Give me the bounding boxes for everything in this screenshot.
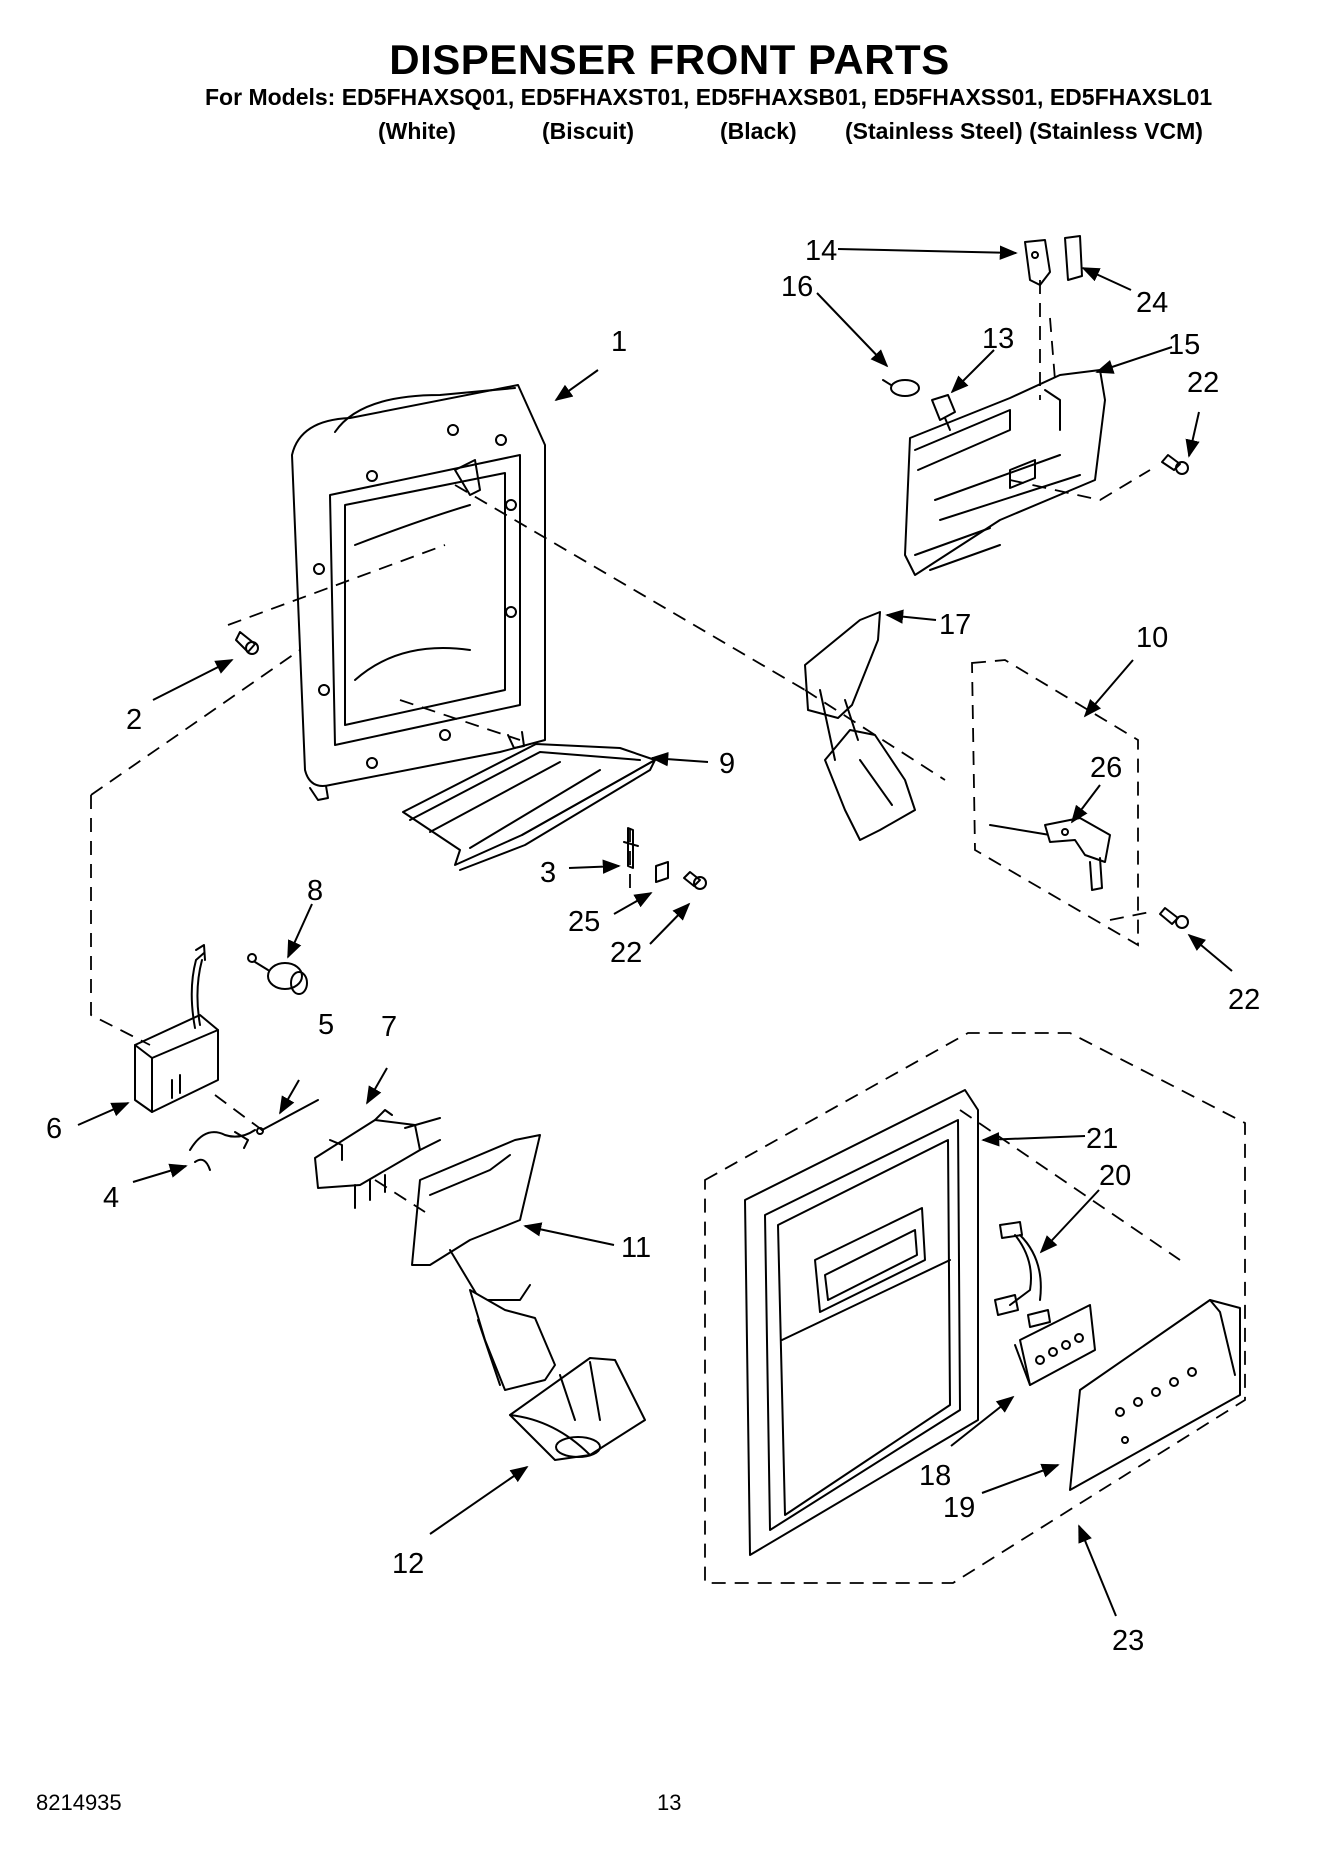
solenoid-part-8: [247, 953, 308, 995]
callout-11: 11: [621, 1232, 651, 1264]
actuator-part-7: [314, 1109, 441, 1209]
callout-3: 3: [540, 857, 556, 889]
variant-black: (Black): [720, 118, 797, 144]
callout-21: 21: [1086, 1123, 1118, 1155]
control-board-part-6: [134, 944, 219, 1113]
callout-22-top: 22: [1187, 367, 1219, 399]
callout-5: 5: [318, 1009, 334, 1041]
callout-2: 2: [126, 704, 142, 736]
screw-part-22-mid: [683, 871, 707, 890]
callout-20: 20: [1099, 1160, 1131, 1192]
callout-9: 9: [719, 748, 735, 780]
water-paddle-part-11: [411, 1134, 556, 1391]
callout-7: 7: [381, 1011, 397, 1043]
callout-18: 18: [919, 1460, 951, 1492]
variant-stainless: (Stainless Steel) (Stainless VCM): [845, 118, 1203, 144]
assembly-box-10: [971, 659, 1139, 947]
bulb-part-16: [882, 379, 920, 397]
callout-24: 24: [1136, 287, 1168, 319]
bracket-part-15: [904, 369, 1106, 576]
insulator-part-24: [1064, 235, 1083, 281]
callout-16: 16: [781, 271, 813, 303]
callout-10: 10: [1136, 622, 1168, 654]
callout-15: 15: [1168, 329, 1200, 361]
callout-labels: 1 2 3 4 5 6 7 8 9 10 11 12 13 14 15 16 1…: [46, 235, 1260, 1657]
callout-13: 13: [982, 323, 1014, 355]
harness-part-26: [989, 817, 1111, 891]
switch-part-3: [623, 827, 639, 869]
switch-part-14: [1024, 239, 1051, 286]
callout-25: 25: [568, 906, 600, 938]
screw-part-22-top: [1161, 454, 1189, 475]
callout-8: 8: [307, 875, 323, 907]
callout-12: 12: [392, 1548, 424, 1580]
callout-6: 6: [46, 1113, 62, 1145]
dispenser-housing-part: [291, 384, 546, 801]
document-number: 8214935: [36, 1790, 122, 1815]
variant-biscuit: (Biscuit): [542, 118, 634, 144]
callout-17: 17: [939, 609, 971, 641]
callout-26: 26: [1090, 752, 1122, 784]
page-number: 13: [657, 1790, 682, 1815]
callout-19: 19: [943, 1492, 975, 1524]
ice-paddle-part-17: [804, 611, 916, 841]
models-line: For Models: ED5FHAXSQ01, ED5FHAXST01, ED…: [205, 84, 1213, 110]
control-panel-part-19: [1069, 1299, 1241, 1491]
assembly-box-23: [704, 1032, 1246, 1584]
ice-chute-part-12: [509, 1357, 646, 1461]
callout-22-mid: 22: [610, 937, 642, 969]
leader-arrows: [77, 245, 1233, 1617]
bezel-part-21: [744, 1089, 979, 1556]
socket-part-13: [931, 394, 956, 431]
spring-part-4: [189, 1129, 256, 1171]
pcb-part-18: [1014, 1304, 1096, 1386]
callout-14: 14: [805, 235, 837, 267]
callout-23: 23: [1112, 1625, 1144, 1657]
screw-part-22-right: [1159, 907, 1189, 929]
variant-white: (White): [378, 118, 456, 144]
harness-part-20: [994, 1221, 1051, 1328]
rod-part-5: [256, 1099, 319, 1135]
insulator-part-25: [655, 861, 669, 883]
callout-22-right: 22: [1228, 984, 1260, 1016]
screw-part-2: [235, 631, 259, 655]
assembly-lines: [90, 280, 1181, 1261]
callout-4: 4: [103, 1182, 119, 1214]
drip-tray-part: [402, 743, 656, 871]
page-title: DISPENSER FRONT PARTS: [389, 36, 950, 83]
callout-1: 1: [611, 326, 627, 358]
